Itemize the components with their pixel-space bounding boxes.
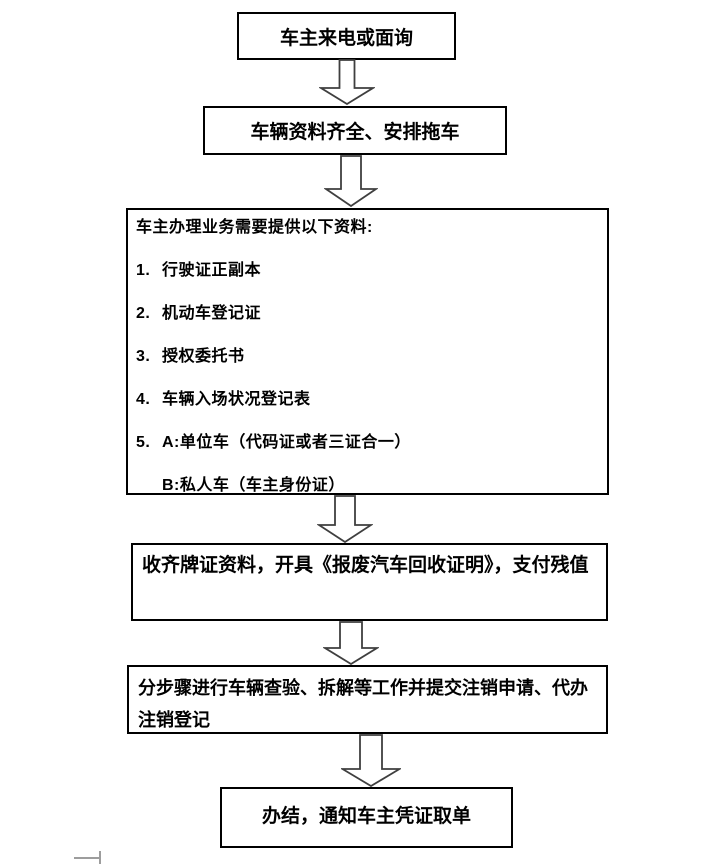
list-item: 5. A:单位车（代码证或者三证合一） (136, 432, 595, 454)
down-arrow-icon (317, 495, 373, 543)
flow-step-inspection-deregistration: 分步骤进行车辆查验、拆解等工作并提交注销申请、代办 注销登记 (127, 665, 608, 734)
flow-step-label: 办结，通知车主凭证取单 (261, 806, 471, 827)
flow-step-issue-certificate: 收齐牌证资料，开具《报废汽车回收证明》，支付残值 (131, 543, 608, 621)
flow-step-label-line: 注销登记 (138, 710, 210, 730)
flow-step-required-documents: 车主办理业务需要提供以下资料: 1. 行驶证正副本 2. 机动车登记证 3. 授… (126, 208, 609, 495)
list-item-number: 5. (136, 434, 151, 451)
flow-step-completion-notify: 办结，通知车主凭证取单 (220, 787, 513, 848)
list-item-text: A:单位车（代码证或者三证合一） (162, 434, 411, 451)
list-item-number: 2. (136, 305, 151, 322)
down-arrow-icon (341, 734, 401, 787)
list-item: B:私人车（车主身份证） (136, 475, 595, 497)
documents-list-title: 车主办理业务需要提供以下资料: (136, 219, 373, 236)
list-item-text: 机动车登记证 (162, 305, 262, 322)
flow-step-arrange-tow: 车辆资料齐全、安排拖车 (203, 106, 507, 155)
table-corner-fragment (74, 857, 101, 859)
list-item-number: 4. (136, 391, 151, 408)
down-arrow-icon (323, 621, 379, 665)
list-item-number: 3. (136, 348, 151, 365)
flow-step-label: 车主来电或面询 (279, 27, 413, 49)
list-item: 3. 授权委托书 (136, 346, 595, 368)
list-item: 2. 机动车登记证 (136, 303, 595, 325)
down-arrow-icon (319, 59, 375, 105)
flow-step-label: 车辆资料齐全、安排拖车 (250, 122, 460, 143)
list-item-text: B:私人车（车主身份证） (162, 477, 345, 494)
list-item: 1. 行驶证正副本 (136, 260, 595, 282)
flow-step-owner-contact: 车主来电或面询 (237, 12, 456, 60)
list-item-text: 授权委托书 (162, 348, 245, 365)
flow-step-label-line: 分步骤进行车辆查验、拆解等工作并提交注销申请、代办 (138, 678, 588, 698)
flow-step-label: 收齐牌证资料，开具《报废汽车回收证明》，支付残值 (142, 555, 589, 576)
table-corner-fragment (99, 851, 101, 864)
list-item: 4. 车辆入场状况登记表 (136, 389, 595, 411)
list-item-number (136, 475, 162, 497)
list-item-number: 1. (136, 262, 151, 279)
down-arrow-icon (324, 155, 378, 207)
list-item-text: 车辆入场状况登记表 (162, 391, 311, 408)
list-item-text: 行驶证正副本 (162, 262, 262, 279)
